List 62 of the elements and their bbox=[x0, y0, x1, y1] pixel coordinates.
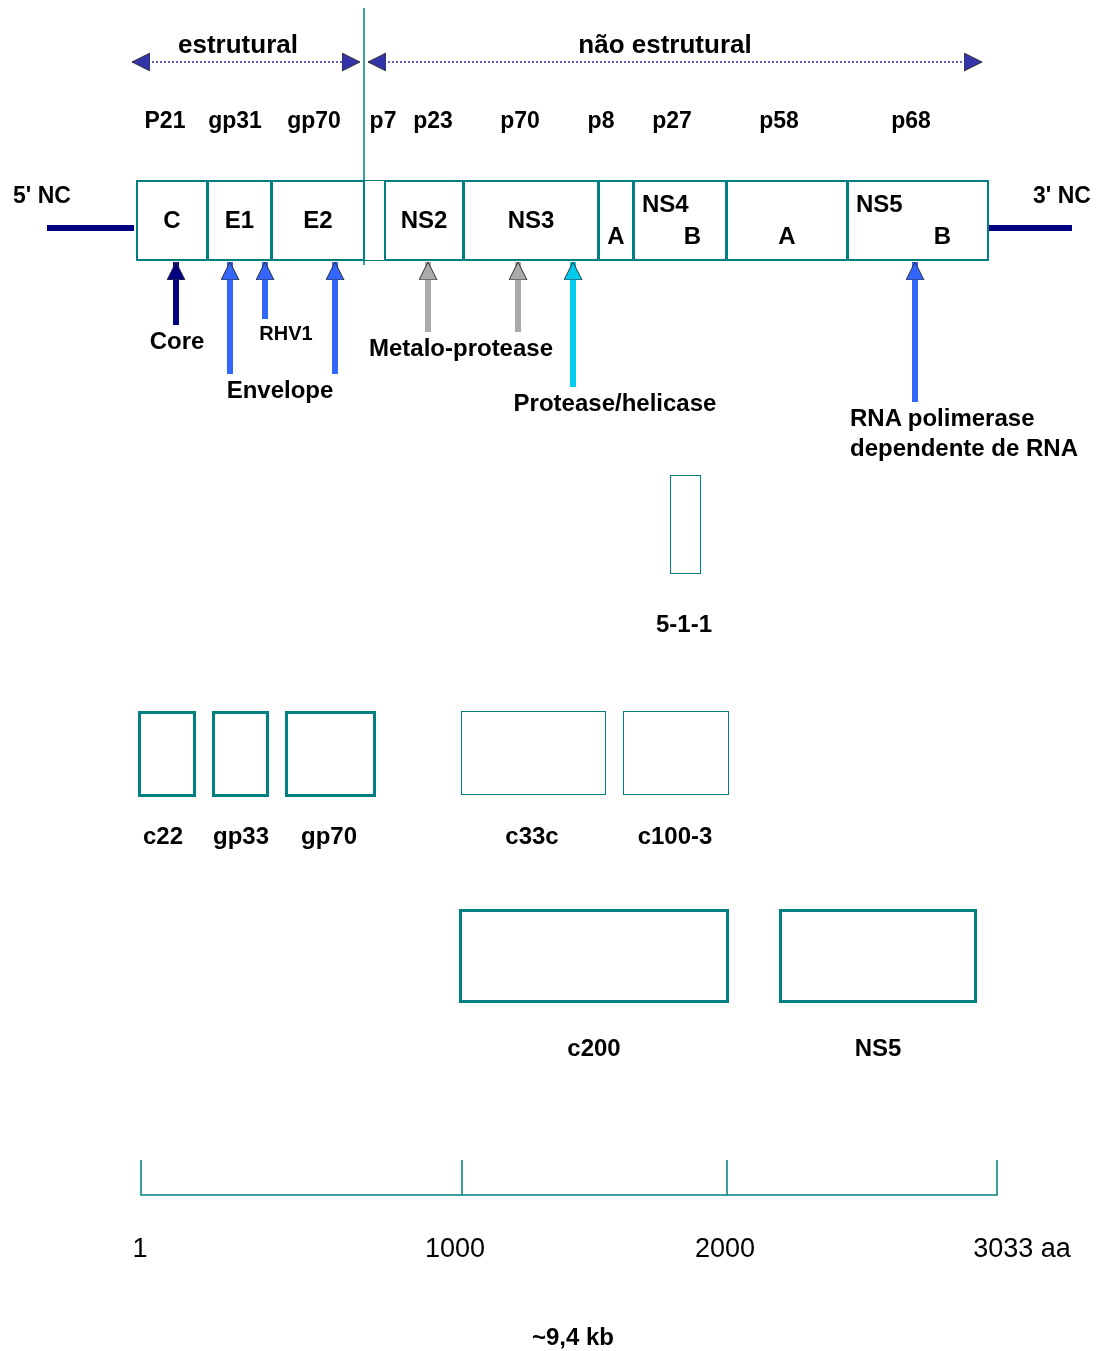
protein-label: p8 bbox=[587, 106, 615, 134]
segment-label: A bbox=[778, 222, 796, 250]
arrow bbox=[255, 261, 275, 319]
terminal-label: 3' NC bbox=[1033, 181, 1091, 209]
annotation-label: RNA polimerase dependente de RNA bbox=[850, 403, 1095, 463]
genome-segment bbox=[463, 180, 599, 261]
genome-segment bbox=[384, 180, 464, 261]
scale-label: 1 bbox=[132, 1234, 148, 1262]
region-label: estrutural bbox=[178, 30, 298, 58]
segment-label: E1 bbox=[224, 206, 255, 234]
antigen-label: c200 bbox=[567, 1034, 621, 1062]
genome-segment bbox=[364, 180, 385, 261]
annotation-label: RHV1 bbox=[255, 320, 317, 346]
arrow bbox=[905, 261, 925, 402]
arrow bbox=[508, 261, 528, 332]
genome-segment bbox=[598, 180, 634, 261]
protein-label: p23 bbox=[413, 106, 453, 134]
protein-label: gp70 bbox=[287, 106, 341, 134]
scale-label: 2000 bbox=[694, 1234, 756, 1262]
segment-label: B bbox=[933, 222, 951, 250]
protein-label: p68 bbox=[891, 106, 931, 134]
genome-segment bbox=[271, 180, 365, 261]
protein-label: p7 bbox=[369, 106, 397, 134]
antigen-label: c33c bbox=[505, 822, 559, 850]
antigen-label: gp33 bbox=[213, 822, 269, 850]
arrow bbox=[418, 261, 438, 332]
genome-segment bbox=[726, 180, 848, 261]
arrow bbox=[220, 261, 240, 374]
terminal-label: 5' NC bbox=[13, 181, 71, 209]
segment-label: NS3 bbox=[507, 206, 555, 234]
protein-label: p70 bbox=[500, 106, 540, 134]
antigen-label: NS5 bbox=[854, 1034, 902, 1062]
arrow bbox=[166, 261, 186, 325]
protein-label: gp31 bbox=[208, 106, 262, 134]
protein-label: p58 bbox=[759, 106, 799, 134]
annotation-label: Core bbox=[147, 326, 207, 356]
antigen-label: 5-1-1 bbox=[656, 610, 712, 638]
genome-segment bbox=[207, 180, 272, 261]
segment-label: B bbox=[683, 222, 701, 250]
arrow bbox=[325, 261, 345, 374]
annotation-label: Metalo-protease bbox=[363, 333, 559, 363]
antigen-label: c22 bbox=[143, 822, 183, 850]
genome-segment bbox=[633, 180, 727, 261]
segment-label: C bbox=[163, 206, 181, 234]
scale-label: ~9,4 kb bbox=[531, 1323, 615, 1351]
segment-label: NS2 bbox=[400, 206, 448, 234]
segment-label: E2 bbox=[303, 206, 333, 234]
arrow bbox=[563, 261, 583, 387]
antigen-label: gp70 bbox=[301, 822, 357, 850]
scale-label: 3033 aa bbox=[973, 1234, 1071, 1262]
annotation-label: Protease/helicase bbox=[507, 388, 723, 418]
region-label: não estrutural bbox=[578, 30, 752, 58]
antigen-label: c100-3 bbox=[637, 822, 713, 850]
annotation-label: Envelope bbox=[219, 375, 341, 405]
protein-label: P21 bbox=[144, 106, 186, 134]
genome-segment bbox=[847, 180, 989, 261]
segment-label: NS4 bbox=[642, 190, 689, 218]
genome-segment bbox=[136, 180, 208, 261]
segment-label: NS5 bbox=[856, 190, 903, 218]
scale-label: 1000 bbox=[424, 1234, 486, 1262]
segment-label: A bbox=[607, 222, 625, 250]
protein-label: p27 bbox=[652, 106, 692, 134]
